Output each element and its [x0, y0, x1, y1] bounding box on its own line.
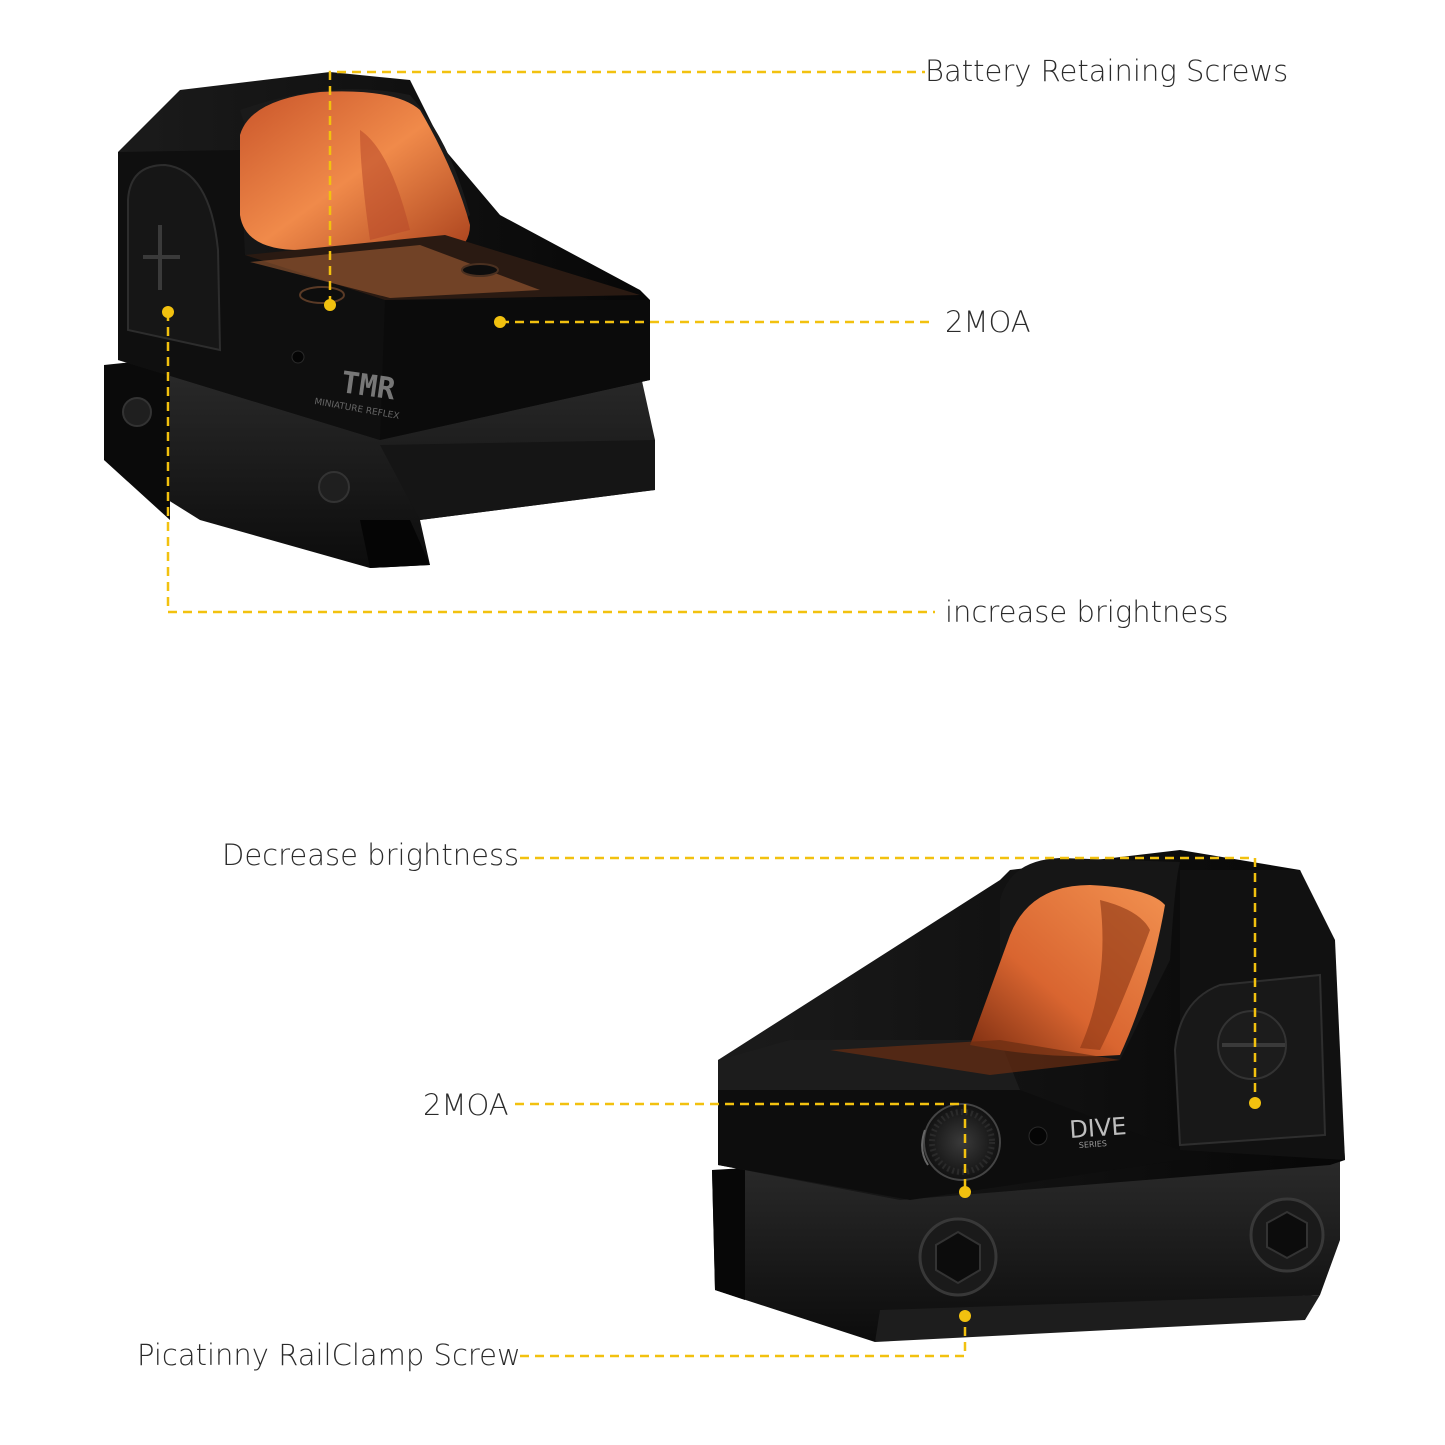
- callout-decrease-brightness: Decrease brightness: [222, 838, 520, 872]
- leader-rail-clamp: [520, 1316, 967, 1358]
- leader-battery-screws: [328, 70, 925, 305]
- bottom-sight-model-sublabel: SERIES: [1079, 1139, 1108, 1150]
- callout-picatinny-rail-clamp-screw: Picatinny RailClamp Screw: [137, 1338, 521, 1372]
- brightness-dial-icon: [921, 1103, 1001, 1181]
- rail-clamp-screw-left: [918, 1217, 998, 1297]
- leader-bottom-2moa: [515, 1102, 967, 1192]
- dot-rail-clamp: [959, 1310, 971, 1322]
- leader-dots: [162, 299, 1261, 1322]
- callout-top-2moa: 2MOA: [945, 305, 1031, 339]
- leader-increase-brightness: [166, 312, 935, 614]
- minus-button-icon: [1217, 1010, 1287, 1080]
- callout-increase-brightness: increase brightness: [945, 595, 1229, 629]
- dot-decrease-brightness: [1249, 1097, 1261, 1109]
- dot-battery-screws: [324, 299, 336, 311]
- top-sight-model-label: TMR: [339, 365, 398, 407]
- dot-increase-brightness: [162, 306, 174, 318]
- callout-bottom-2moa: 2MOA: [423, 1088, 509, 1122]
- plus-button-icon: [143, 225, 180, 290]
- rail-clamp-screw-right: [1249, 1197, 1325, 1273]
- top-sight-illustration: TMR MINIATURE REFLEX: [104, 72, 655, 568]
- bottom-sight-illustration: DIVE SERIES: [712, 850, 1345, 1342]
- dot-bottom-2moa: [959, 1186, 971, 1198]
- leader-decrease-brightness: [520, 856, 1257, 1103]
- bottom-sight-model-label: DIVE: [1068, 1112, 1127, 1144]
- leader-lines: [166, 70, 1257, 1358]
- dot-top-2moa: [494, 316, 506, 328]
- callout-battery-retaining-screws: Battery Retaining Screws: [925, 54, 1289, 88]
